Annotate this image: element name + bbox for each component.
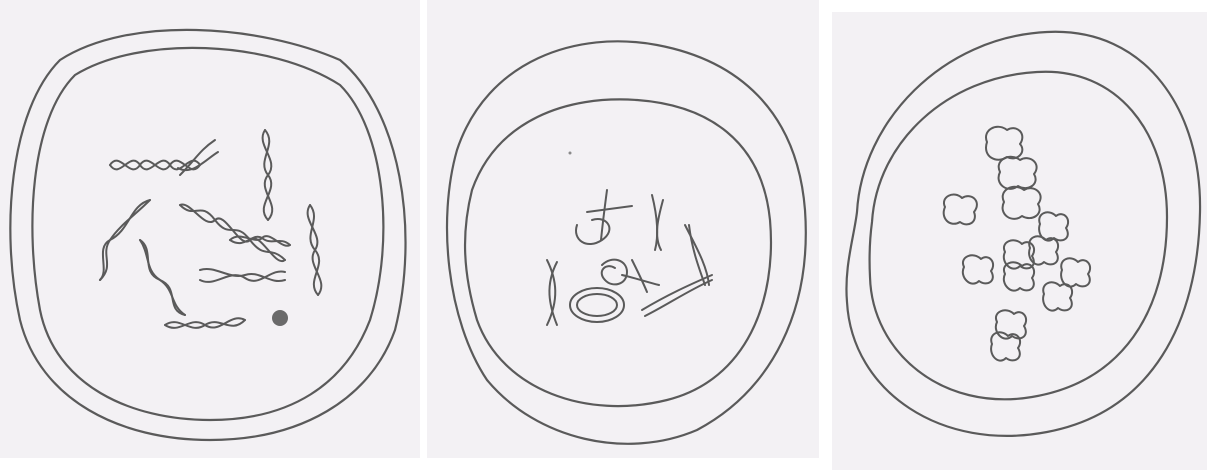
chromosome bbox=[645, 280, 712, 316]
chromosome bbox=[685, 225, 709, 285]
chromosome bbox=[999, 157, 1037, 189]
cell-drawing-3 bbox=[832, 12, 1207, 458]
chromosome-group bbox=[944, 127, 1090, 361]
chromosome bbox=[576, 219, 609, 244]
chromosome bbox=[601, 190, 607, 240]
chromosome bbox=[986, 127, 1022, 160]
cell-panel-1 bbox=[0, 0, 420, 458]
chromosome bbox=[632, 260, 647, 292]
chromosome bbox=[642, 275, 712, 310]
cell-drawing-2 bbox=[427, 0, 819, 458]
chromosome bbox=[689, 225, 705, 285]
nuclear-envelope bbox=[32, 48, 383, 420]
chromosome bbox=[1003, 187, 1041, 219]
chromosome bbox=[200, 269, 285, 281]
chromosome bbox=[652, 195, 657, 250]
nuclear-envelope bbox=[465, 99, 771, 406]
chromosome bbox=[587, 206, 632, 212]
chromosome bbox=[1061, 258, 1090, 286]
speck bbox=[569, 152, 572, 155]
panel-gap-2 bbox=[819, 0, 832, 458]
chromosome bbox=[310, 205, 319, 295]
cell-drawing-1 bbox=[0, 0, 420, 458]
cell-wall bbox=[447, 41, 806, 443]
chromosome bbox=[100, 200, 150, 280]
nucleolus bbox=[272, 310, 288, 326]
chromosome bbox=[140, 240, 185, 315]
chromosome bbox=[602, 260, 627, 285]
chromosome bbox=[1039, 212, 1068, 240]
cell-panel-3 bbox=[832, 12, 1207, 470]
cell-panel-2 bbox=[427, 0, 819, 458]
chromosome bbox=[577, 294, 617, 316]
chromosome bbox=[264, 130, 272, 220]
chromosome-group bbox=[547, 190, 712, 325]
chromosome bbox=[180, 204, 285, 261]
panel-gap-1 bbox=[420, 0, 427, 458]
cell-wall bbox=[846, 32, 1200, 436]
chromosome-group bbox=[100, 130, 321, 328]
chromosome bbox=[944, 195, 977, 225]
chromosome bbox=[991, 332, 1020, 360]
chromosome bbox=[963, 255, 993, 283]
chromosome bbox=[657, 200, 663, 250]
